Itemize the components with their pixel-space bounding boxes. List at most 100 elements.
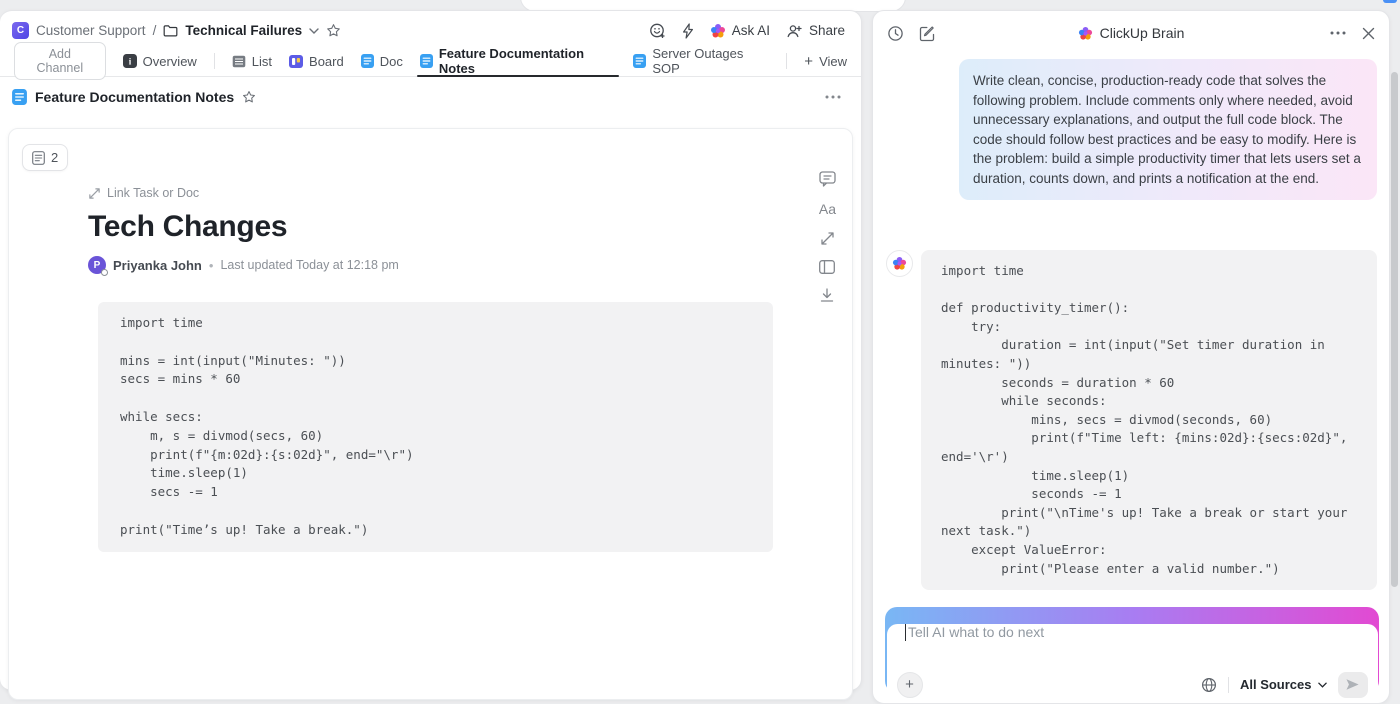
add-view-label: View: [819, 53, 848, 69]
history-icon[interactable]: [887, 25, 904, 42]
favorite-star-icon[interactable]: [326, 23, 341, 38]
brain-avatar: [886, 250, 913, 277]
page-title[interactable]: Tech Changes: [88, 210, 288, 243]
add-reaction-icon[interactable]: [649, 22, 666, 39]
share-people-icon: [786, 23, 803, 39]
doc-view-title: Feature Documentation Notes: [35, 89, 235, 105]
ask-ai-label: Ask AI: [731, 23, 770, 38]
tab-doc[interactable]: Doc: [360, 46, 403, 76]
ai-response-row: import time def productivity_timer(): tr…: [886, 250, 1377, 591]
doc-header-row: Feature Documentation Notes: [0, 77, 861, 113]
chevron-down-icon[interactable]: [309, 27, 319, 34]
doc-icon: [360, 54, 374, 68]
user-message-bubble: Write clean, concise, production-ready c…: [959, 59, 1377, 200]
avatar-initial: P: [93, 259, 101, 271]
brain-panel-scrollbar[interactable]: [1391, 72, 1398, 587]
brain-title: ClickUp Brain: [1099, 25, 1185, 41]
breadcrumb-workspace[interactable]: Customer Support: [36, 23, 146, 38]
font-settings-icon[interactable]: Aa: [819, 201, 836, 217]
doc-code-block[interactable]: import time mins = int(input("Minutes: "…: [98, 302, 773, 552]
plus-icon: +: [804, 52, 814, 70]
automation-bolt-icon[interactable]: [682, 22, 694, 39]
input-toolbar: + All Sources: [896, 671, 1368, 698]
author-row: P Priyanka John • Last updated Today at …: [88, 256, 788, 276]
export-download-icon[interactable]: [820, 288, 834, 303]
ai-flower-icon: [710, 23, 726, 39]
ask-ai-button[interactable]: Ask AI: [710, 23, 770, 39]
tab-board[interactable]: Board: [289, 46, 344, 76]
brain-more-icon[interactable]: [1330, 31, 1346, 35]
page-icon: [32, 150, 45, 165]
new-chat-compose-icon[interactable]: [919, 25, 936, 42]
doc-body: Link Task or Doc Tech Changes P Priyanka…: [88, 129, 788, 552]
tab-divider: [213, 53, 215, 69]
breadcrumb-row: C Customer Support / Technical Failures: [0, 11, 861, 46]
tab-board-label: Board: [309, 53, 344, 69]
tab-overview[interactable]: i Overview: [122, 46, 197, 76]
tab-list[interactable]: List: [232, 46, 272, 76]
header-actions: Ask AI Share: [649, 22, 845, 39]
tab-overview-label: Overview: [142, 53, 197, 69]
input-divider: [1227, 676, 1229, 693]
page-count-badge[interactable]: 2: [22, 144, 69, 171]
ai-code-block[interactable]: import time def productivity_timer(): tr…: [921, 250, 1377, 591]
all-sources-label: All Sources: [1239, 677, 1312, 692]
link-icon: [88, 187, 101, 200]
link-task-or-doc-label: Link Task or Doc: [107, 186, 200, 200]
add-channel-button[interactable]: Add Channel: [14, 42, 106, 80]
breadcrumb-separator: /: [152, 23, 157, 38]
top-right-partial-element: [1383, 0, 1397, 3]
text-cursor: [904, 623, 906, 641]
page-layout-icon[interactable]: [819, 260, 836, 274]
author-avatar[interactable]: P: [88, 256, 108, 276]
author-bullet: •: [208, 257, 214, 273]
comment-icon[interactable]: [819, 171, 836, 187]
doc-more-icon[interactable]: [825, 95, 841, 99]
clickup-brain-panel: ClickUp Brain Write clean, concise, prod…: [872, 10, 1390, 704]
share-button[interactable]: Share: [786, 23, 845, 39]
last-updated-text: Last updated Today at 12:18 pm: [220, 258, 399, 272]
add-view-button[interactable]: + View: [804, 46, 847, 76]
doc-icon: [633, 54, 647, 68]
favorite-star-icon[interactable]: [242, 90, 256, 104]
author-name[interactable]: Priyanka John: [113, 257, 202, 273]
tab-server-outages-sop[interactable]: Server Outages SOP: [633, 46, 769, 76]
board-view-icon: [289, 54, 304, 68]
status-dot: [101, 269, 108, 276]
relationships-icon[interactable]: [820, 231, 835, 246]
page-count: 2: [51, 150, 59, 165]
web-globe-icon[interactable]: [1201, 677, 1217, 693]
send-button[interactable]: [1337, 671, 1368, 698]
close-icon[interactable]: [1362, 27, 1375, 40]
attach-plus-button[interactable]: +: [896, 671, 923, 698]
ai-input-box[interactable]: Tell AI what to do next + All Sources: [886, 623, 1378, 703]
tab-feature-documentation-notes[interactable]: Feature Documentation Notes: [416, 46, 620, 77]
overview-info-icon: i: [122, 54, 137, 68]
ai-input-placeholder: Tell AI what to do next: [908, 624, 1045, 640]
ai-flower-icon: [1078, 26, 1093, 41]
tab-feature-label: Feature Documentation Notes: [438, 46, 585, 76]
tab-doc-label: Doc: [379, 53, 403, 69]
font-settings-label: Aa: [818, 201, 836, 217]
doc-side-toolbar: Aa: [819, 171, 836, 303]
tab-divider: [786, 53, 788, 69]
brain-header: ClickUp Brain: [873, 11, 1389, 55]
list-view-icon: [232, 55, 246, 68]
brain-title-group: ClickUp Brain: [873, 25, 1389, 41]
all-sources-dropdown[interactable]: All Sources: [1240, 677, 1327, 692]
workspace-icon[interactable]: C: [12, 22, 29, 39]
view-tab-bar: Add Channel i Overview List Board: [0, 42, 861, 80]
document-panel: C Customer Support / Technical Failures: [0, 10, 862, 700]
breadcrumb: C Customer Support / Technical Failures: [12, 22, 341, 39]
user-message-text: Write clean, concise, production-ready c…: [973, 73, 1361, 186]
share-label: Share: [808, 23, 845, 38]
folder-icon: [163, 24, 178, 37]
doc-icon: [12, 89, 27, 105]
tab-sop-label: Server Outages SOP: [652, 46, 744, 76]
breadcrumb-folder[interactable]: Technical Failures: [185, 23, 303, 38]
link-task-or-doc-button[interactable]: Link Task or Doc: [88, 186, 788, 200]
tab-list-label: List: [251, 53, 273, 69]
document-card: 2 Aa: [8, 128, 853, 700]
doc-icon: [419, 54, 433, 68]
